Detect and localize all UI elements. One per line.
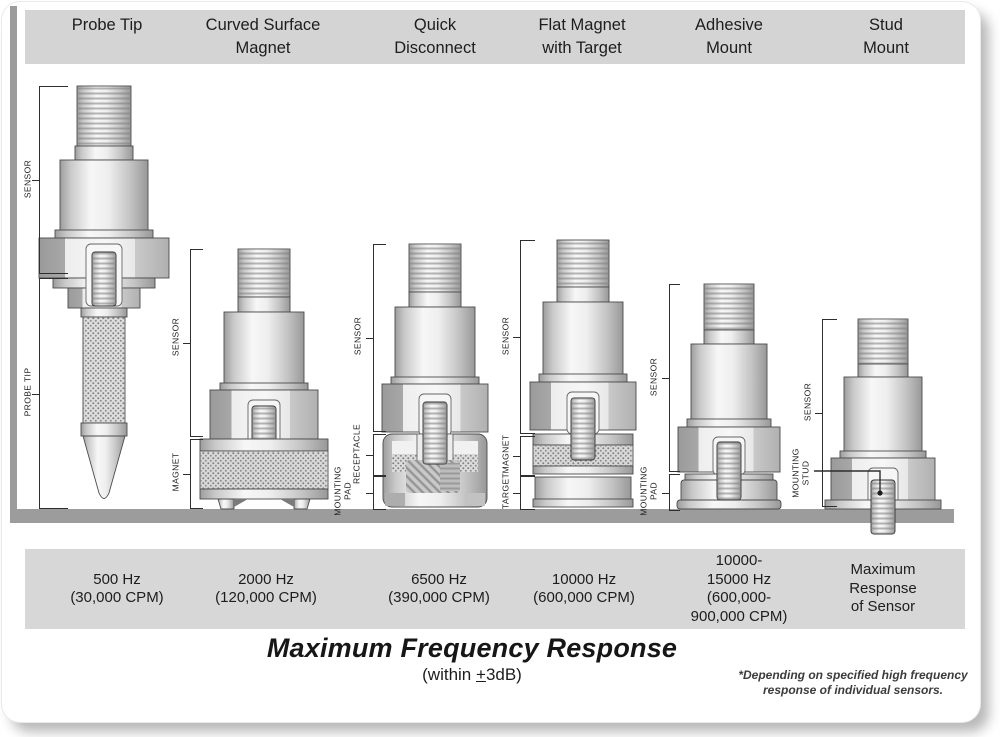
- adhesive-mount-illustration: [676, 283, 782, 510]
- adhesive-pad-bracket: [662, 474, 680, 511]
- adhesive-sensor-bracket: [662, 284, 680, 472]
- frequency-band: [25, 549, 965, 629]
- stud-mount-sensor-label: SENSOR: [802, 382, 813, 422]
- curved-magnet-magnet-label: MAGNET: [170, 452, 181, 492]
- probe-tip-tip-label: PROBE TIP: [22, 367, 33, 417]
- title-block: Maximum Frequency Response (within +3dB): [162, 633, 782, 685]
- plus-minus-sign: +: [476, 665, 486, 684]
- header-stud-mount: Stud Mount: [863, 16, 909, 57]
- probe-tip-tip-bracket: [32, 278, 68, 509]
- header-probe-tip: Probe Tip: [71, 16, 143, 34]
- frequency-adhesive-mount: 10000- 15000 Hz (600,000- 900,000 CPM): [690, 552, 788, 625]
- frequency-stud-mount: Maximum Response of Sensor: [849, 561, 917, 616]
- subtitle-prefix: (within: [422, 665, 476, 684]
- probe-tip-sensor-bracket: [32, 86, 68, 274]
- adhesive-pad-label: MOUNTING PAD: [638, 466, 659, 516]
- adhesive-sensor-label: SENSOR: [648, 357, 659, 397]
- quick-disconnect-sensor-label: SENSOR: [352, 316, 363, 356]
- header-quick-disconnect: Quick Disconnect: [394, 16, 476, 57]
- header-band: [25, 10, 965, 64]
- stud-mount-sensor-bracket: [815, 319, 837, 507]
- header-curved-surface-magnet: Curved Surface Magnet: [205, 16, 321, 57]
- mounting-surface: [10, 509, 954, 523]
- quick-disconnect-sensor-bracket: [366, 244, 386, 432]
- quick-disconnect-receptacle-bracket: [366, 434, 386, 476]
- flat-magnet-magnet-bracket: [513, 436, 535, 476]
- quick-disconnect-illustration: [381, 243, 489, 508]
- curved-magnet-sensor-label: SENSOR: [170, 317, 181, 357]
- flat-magnet-target-label: TARGET: [500, 472, 511, 510]
- curved-surface-magnet-illustration: [199, 248, 329, 510]
- flat-magnet-magnet-label: MAGNET: [500, 434, 511, 474]
- quick-disconnect-pad-bracket: [366, 476, 386, 510]
- probe-tip-sensor-label: SENSOR: [22, 159, 33, 199]
- page-subtitle: (within +3dB): [162, 665, 782, 685]
- header-flat-magnet-with-target: Flat Magnet with Target: [538, 16, 626, 57]
- quick-disconnect-pad-label: MOUNTING PAD: [332, 466, 353, 516]
- frequency-probe-tip: 500 Hz (30,000 CPM): [70, 570, 164, 607]
- frequency-quick-disconnect: 6500 Hz (390,000 CPM): [388, 570, 490, 607]
- stud-mount-stud-label: MOUNTING STUD: [790, 448, 811, 498]
- quick-disconnect-receptacle-label: RECEPTACLE: [351, 423, 362, 485]
- flat-magnet-target-bracket: [513, 476, 535, 510]
- flat-magnet-sensor-bracket: [513, 240, 535, 434]
- page-title: Maximum Frequency Response: [266, 633, 678, 663]
- footnote: *Depending on specified high frequency r…: [738, 668, 968, 697]
- flat-magnet-with-target-illustration: [529, 239, 637, 508]
- frequency-curved-magnet: 2000 Hz (120,000 CPM): [215, 570, 317, 607]
- wall-surface: [10, 6, 17, 523]
- curved-magnet-sensor-bracket: [183, 249, 203, 437]
- header-adhesive-mount: Adhesive Mount: [695, 16, 763, 57]
- mounting-stud-pointer-dot: [877, 490, 883, 496]
- subtitle-suffix: 3dB): [485, 665, 522, 684]
- frequency-flat-magnet: 10000 Hz (600,000 CPM): [533, 570, 635, 607]
- curved-magnet-magnet-bracket: [183, 439, 203, 509]
- diagram-card: Probe Tip Curved Surface Magnet Quick Di…: [2, 2, 980, 722]
- flat-magnet-sensor-label: SENSOR: [500, 316, 511, 356]
